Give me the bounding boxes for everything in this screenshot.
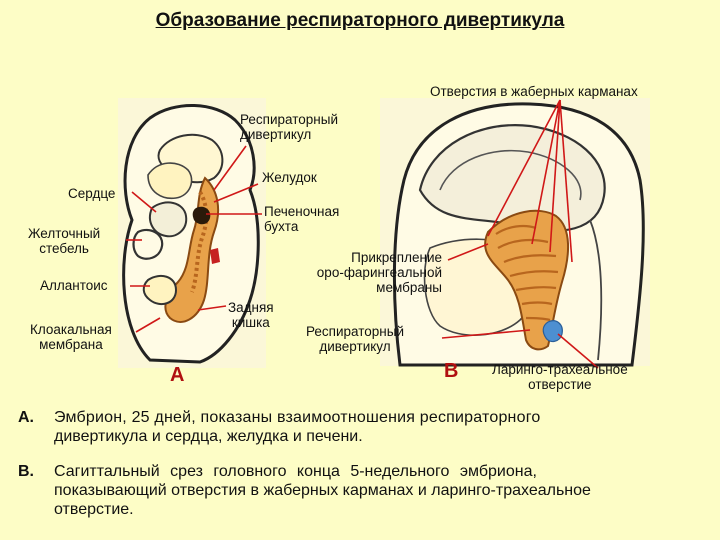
embryo-a-yolk-stalk bbox=[132, 228, 164, 260]
pointer-resp-div-a bbox=[213, 145, 247, 191]
pointer-lines bbox=[126, 99, 599, 369]
label-heart: Сердце bbox=[68, 186, 116, 201]
embryo-a-liver-bud bbox=[192, 206, 211, 225]
caption-b: В. Сагиттальный срез головного конца 5-не… bbox=[18, 462, 708, 519]
embryo-b-brain-inner bbox=[439, 149, 582, 201]
panel-b-letter: В bbox=[444, 360, 459, 382]
caption-b-line3: отверстие. bbox=[54, 501, 134, 518]
pointer-gill-4 bbox=[559, 99, 573, 263]
label-line: Желточный bbox=[28, 226, 101, 241]
caption-a-line1: Эмбрион, 25 дней, показаны взаимоотношен… bbox=[54, 409, 541, 426]
pointer-cloacal bbox=[135, 317, 161, 333]
label-line: Задняя bbox=[228, 300, 274, 315]
label-respiratory-diverticulum-a: Респираторный дивертикул bbox=[240, 112, 338, 142]
label-line: Респираторный bbox=[306, 324, 404, 339]
label-line: стебель bbox=[39, 241, 89, 256]
label-allantois: Аллантоис bbox=[40, 278, 108, 293]
embryo-b-drawing bbox=[392, 102, 645, 367]
label-oropharyngeal-attachment: Прикрепление оро-фарингеальной мембраны bbox=[286, 250, 442, 295]
embryo-a-neural-fold bbox=[147, 162, 193, 200]
label-line: Респираторный bbox=[240, 112, 338, 127]
embryo-a-stripe bbox=[210, 248, 220, 264]
embryo-b-pharynx-ribs bbox=[495, 224, 559, 322]
caption-b-key: В. bbox=[18, 463, 34, 480]
page-title: Образование респираторного дивертикула bbox=[155, 10, 565, 31]
label-line: Прикрепление bbox=[351, 250, 442, 265]
caption-a: А. Эмбрион, 25 дней, показаны взаимоотнош… bbox=[18, 408, 708, 446]
pointer-gill-1 bbox=[487, 99, 561, 237]
caption-b-line2: показывающий отверстия в жаберных карман… bbox=[54, 482, 591, 499]
embryo-b-pharynx bbox=[484, 209, 570, 351]
pointer-hindgut bbox=[197, 305, 227, 311]
label-line: отверстие bbox=[528, 377, 592, 392]
pointer-stomach bbox=[213, 183, 259, 203]
embryo-a-drawing bbox=[122, 104, 260, 364]
pointer-gill-3 bbox=[549, 99, 561, 253]
label-line: дивертикул bbox=[319, 339, 391, 354]
label-gill-openings: Отверстия в жаберных карманах bbox=[430, 84, 638, 99]
pointer-laryngo bbox=[557, 333, 599, 369]
label-stomach: Желудок bbox=[262, 170, 317, 185]
label-line: кишка bbox=[231, 315, 270, 330]
embryo-b-laryngotracheal-opening bbox=[542, 320, 563, 343]
label-liver-bay: Печеночная бухта bbox=[264, 204, 339, 234]
embryo-b-inner-wall bbox=[589, 219, 603, 361]
label-line: бухта bbox=[264, 219, 299, 234]
embryo-a-heart bbox=[148, 201, 188, 238]
pointer-resp-div-b bbox=[441, 329, 531, 339]
label-line: дивертикул bbox=[240, 127, 312, 142]
label-line: Ларинго-трахеальное bbox=[492, 362, 628, 377]
label-line: мембрана bbox=[39, 337, 103, 352]
label-respiratory-diverticulum-b: Респираторный дивертикул bbox=[306, 324, 404, 354]
caption-a-line2: дивертикула и сердца, желудка и печени. bbox=[54, 428, 363, 445]
label-laryngotracheal-opening: Ларинго-трахеальное отверстие bbox=[492, 362, 628, 392]
label-yolk-stalk: Желточный стебель bbox=[28, 226, 100, 256]
embryo-b-brain bbox=[418, 124, 606, 232]
pointer-heart bbox=[131, 191, 157, 213]
embryo-a-allantois bbox=[142, 274, 178, 306]
pointer-attach bbox=[447, 243, 489, 261]
label-hindgut: Задняя кишка bbox=[228, 300, 274, 330]
caption-a-key: А. bbox=[18, 409, 34, 426]
label-line: Клоакальная bbox=[30, 322, 112, 337]
panel-a-letter: А bbox=[170, 364, 185, 386]
pointer-gill-2 bbox=[531, 99, 561, 245]
label-cloacal-membrane: Клоакальная мембрана bbox=[30, 322, 112, 352]
label-line: оро-фарингеальной bbox=[316, 265, 442, 280]
caption-b-line1: Сагиттальный срез головного конца 5-неде… bbox=[54, 463, 537, 480]
label-line: Печеночная bbox=[264, 204, 340, 219]
label-line: мембраны bbox=[376, 280, 442, 295]
embryo-a-gut-lining bbox=[190, 190, 209, 293]
